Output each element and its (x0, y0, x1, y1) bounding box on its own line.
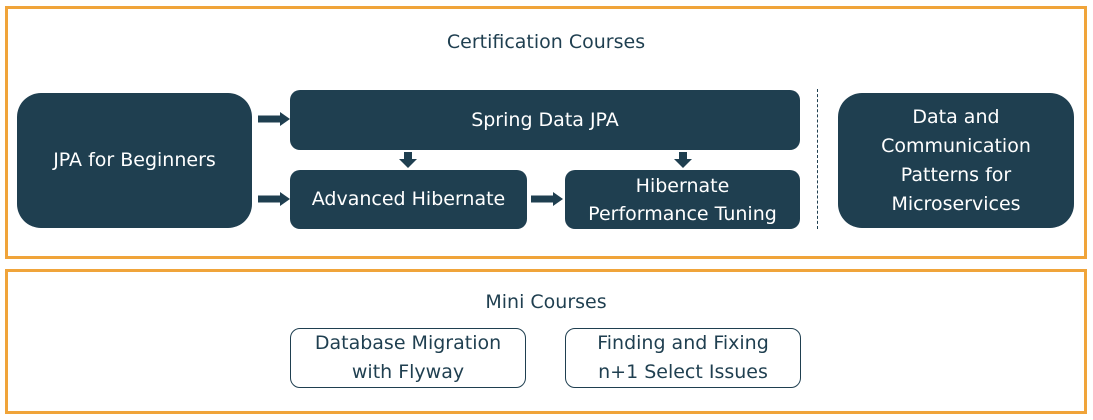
data-communication-line1: Data and (912, 105, 1000, 128)
database-migration-line1: Database Migration (314, 332, 502, 354)
data-communication-line3: Patterns for (900, 163, 1012, 186)
database-migration-line2: with Flyway (351, 361, 465, 383)
jpa-for-beginners-label: JPA for Beginners (53, 149, 216, 171)
finding-fixing-line1: Finding and Fixing (597, 332, 769, 354)
spring-data-jpa-course[interactable]: Spring Data JPA (290, 90, 800, 150)
arrow-down-icon (674, 152, 692, 168)
finding-fixing-line2: n+1 Select Issues (598, 361, 768, 383)
jpa-for-beginners-course[interactable]: JPA for Beginners (17, 93, 252, 228)
hibernate-performance-tuning-course[interactable]: Hibernate Performance Tuning (565, 170, 800, 229)
spring-data-jpa-label: Spring Data JPA (471, 108, 619, 131)
advanced-hibernate-label: Advanced Hibernate (311, 188, 506, 210)
certification-courses-section: Certification Courses JPA for Beginners … (5, 6, 1087, 259)
arrow-down-icon (399, 152, 417, 168)
hibernate-performance-line1: Hibernate (635, 174, 730, 197)
database-migration-course[interactable]: Database Migration with Flyway (290, 328, 526, 388)
certification-courses-title: Certification Courses (446, 31, 646, 53)
mini-courses-section: Mini Courses Database Migration with Fly… (5, 269, 1087, 414)
arrow-right-icon (258, 112, 290, 126)
arrow-right-icon (258, 192, 290, 206)
arrow-right-icon (531, 192, 563, 206)
mini-courses-title: Mini Courses (485, 291, 607, 313)
advanced-hibernate-course[interactable]: Advanced Hibernate (290, 170, 527, 229)
section-divider (817, 89, 818, 229)
data-communication-line2: Communication (881, 134, 1031, 157)
data-communication-patterns-course[interactable]: Data and Communication Patterns for Micr… (838, 93, 1074, 228)
data-communication-line4: Microservices (891, 192, 1021, 215)
hibernate-performance-line2: Performance Tuning (588, 202, 777, 225)
finding-fixing-course[interactable]: Finding and Fixing n+1 Select Issues (565, 328, 801, 388)
